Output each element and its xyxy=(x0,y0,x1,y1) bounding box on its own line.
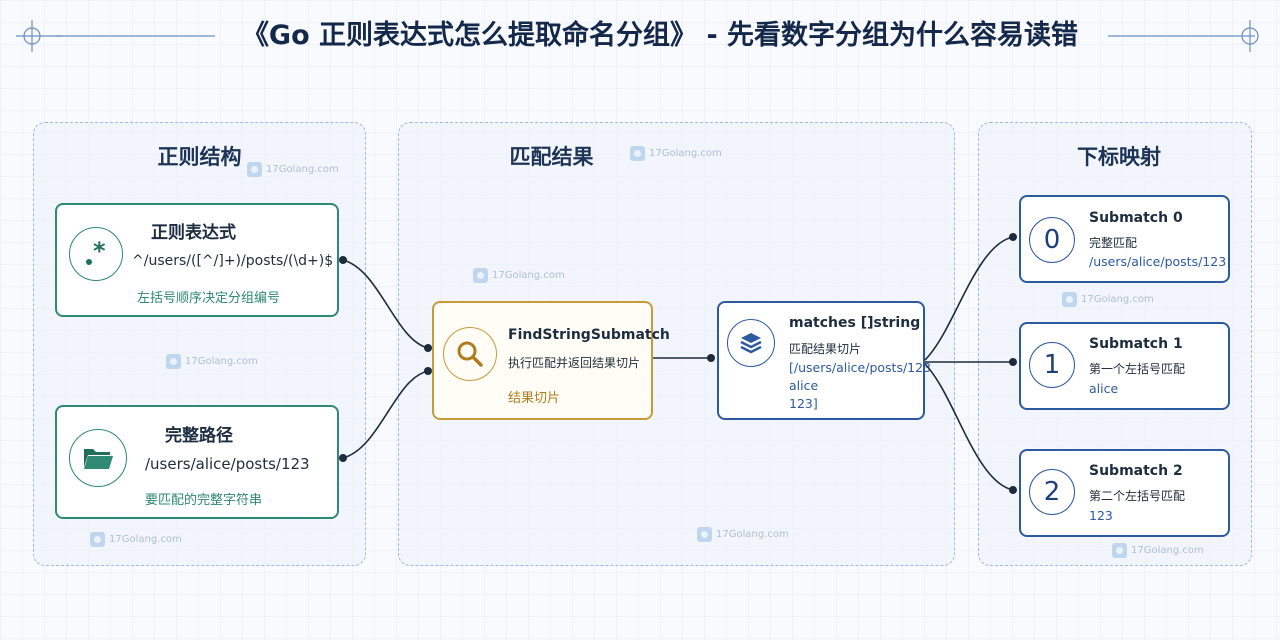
matches-desc: 匹配结果切片 xyxy=(789,342,862,356)
submatch-card-1: 1 Submatch 1 第一个左括号匹配 alice xyxy=(1019,322,1230,410)
connector-matches-to-sub2 xyxy=(924,363,1014,491)
submatch-title-1: Submatch 1 xyxy=(1089,336,1183,352)
panel-title-result: 匹配结果 xyxy=(509,145,594,169)
regex-card: * 正则表达式 ^/users/([^/]+)/posts/(\d+)$ 左括号… xyxy=(55,203,339,317)
connector-matches-to-sub0 xyxy=(924,236,1014,361)
connector-dot xyxy=(707,354,715,362)
connector-dot xyxy=(1009,358,1017,366)
regex-icon: * xyxy=(69,227,123,281)
path-note: 要匹配的完整字符串 xyxy=(145,493,263,508)
connector-dot xyxy=(339,256,347,264)
watermark: 17Golang.com xyxy=(166,354,258,369)
regex-card-title: 正则表达式 xyxy=(151,223,236,243)
submatch-value-2: 123 xyxy=(1089,508,1113,523)
submatch-desc-0: 完整匹配 xyxy=(1089,236,1138,250)
submatch-index-0: 0 xyxy=(1029,217,1075,263)
submatch-card-0: 0 Submatch 0 完整匹配 /users/alice/posts/123 xyxy=(1019,195,1230,283)
submatch-desc-1: 第一个左括号匹配 xyxy=(1089,362,1186,376)
watermark: 17Golang.com xyxy=(90,532,182,547)
matches-line-1: alice xyxy=(789,378,819,393)
connector-dot xyxy=(339,454,347,462)
submatch-index-1: 1 xyxy=(1029,342,1075,388)
matches-line-0: [/users/alice/posts/123 xyxy=(789,360,932,375)
connector-regex-to-func xyxy=(342,259,429,349)
connector-dot xyxy=(1009,486,1017,494)
connector-dot xyxy=(424,367,432,375)
submatch-card-2: 2 Submatch 2 第二个左括号匹配 123 xyxy=(1019,449,1230,537)
find-submatch-title: FindStringSubmatch xyxy=(508,327,670,343)
path-value: /users/alice/posts/123 xyxy=(145,455,310,473)
submatch-index-2: 2 xyxy=(1029,469,1075,515)
panel-title-mapping: 下标映射 xyxy=(1077,145,1161,169)
connector-dot xyxy=(424,344,432,352)
watermark: 17Golang.com xyxy=(630,146,722,161)
regex-note: 左括号顺序决定分组编号 xyxy=(137,291,281,306)
connector-path-to-func xyxy=(342,370,429,459)
find-submatch-note: 结果切片 xyxy=(508,391,561,406)
path-card-title: 完整路径 xyxy=(165,426,233,446)
path-card: 完整路径 /users/alice/posts/123 要匹配的完整字符串 xyxy=(55,405,339,519)
find-submatch-desc: 执行匹配并返回结果切片 xyxy=(508,356,641,370)
watermark: 17Golang.com xyxy=(247,162,339,177)
search-icon xyxy=(443,327,497,381)
panel-title-regex: 正则结构 xyxy=(157,145,242,169)
page-title: 《Go 正则表达式怎么提取命名分组》 - 先看数字分组为什么容易读错 xyxy=(241,20,1079,51)
find-submatch-card: FindStringSubmatch 执行匹配并返回结果切片 结果切片 xyxy=(432,301,670,420)
submatch-title-2: Submatch 2 xyxy=(1089,463,1183,479)
layers-icon xyxy=(727,319,775,367)
submatch-desc-2: 第二个左括号匹配 xyxy=(1089,489,1186,503)
watermark: 17Golang.com xyxy=(473,268,565,283)
matches-card: matches []string 匹配结果切片 [/users/alice/po… xyxy=(717,301,931,420)
watermark: 17Golang.com xyxy=(697,527,789,542)
folder-icon xyxy=(69,429,127,487)
title-decoration-right xyxy=(1108,20,1259,52)
svg-text:*: * xyxy=(93,237,106,265)
title-decoration-left xyxy=(16,20,215,52)
submatch-value-1: alice xyxy=(1089,381,1119,396)
watermark: 17Golang.com xyxy=(1112,543,1204,558)
matches-title: matches []string xyxy=(789,315,921,331)
submatch-value-0: /users/alice/posts/123 xyxy=(1089,254,1227,269)
regex-pattern: ^/users/([^/]+)/posts/(\d+)$ xyxy=(132,253,334,269)
matches-line-2: 123] xyxy=(789,396,818,411)
connector-dot xyxy=(1009,233,1017,241)
submatch-title-0: Submatch 0 xyxy=(1089,210,1183,226)
watermark: 17Golang.com xyxy=(1062,292,1154,307)
